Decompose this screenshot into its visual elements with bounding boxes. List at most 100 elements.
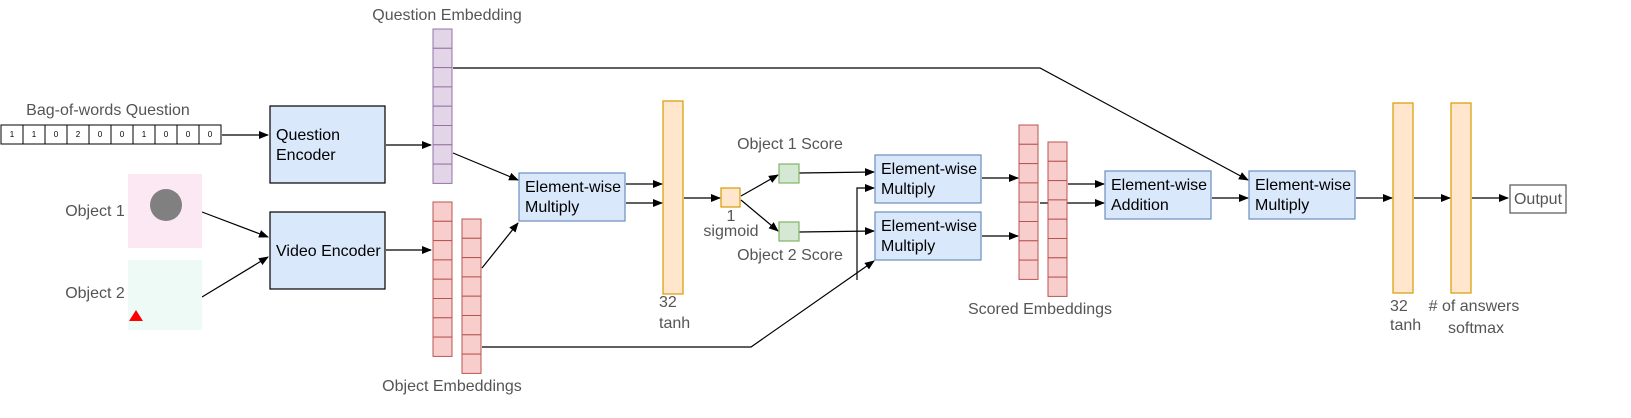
object1-embedding-cell (432, 298, 453, 319)
arrow-sigmoid-to-score1 (740, 174, 779, 197)
scored-embedding-1-cell (1018, 259, 1039, 280)
scored-embedding-2-cell (1047, 180, 1068, 201)
object1-embedding-cell (432, 240, 453, 261)
arrow-score2-to-mult3 (798, 227, 875, 236)
question-embedding-cell (432, 125, 453, 146)
object2-embedding-cell (461, 257, 482, 278)
bag-of-words-value: 1 (10, 130, 15, 139)
answers-layer-dim: # of answers (1429, 298, 1520, 315)
bag-of-words-value: 0 (186, 130, 191, 139)
mult3-line2: Multiply (881, 238, 935, 255)
mult2-line2: Multiply (881, 181, 935, 198)
object2-score-unit (778, 221, 800, 242)
answers-layer-activation: softmax (1448, 320, 1504, 337)
scored-embedding-1-cell (1018, 201, 1039, 222)
object2-embedding-cell (461, 295, 482, 317)
scored-embedding-2-cell (1047, 199, 1068, 220)
hidden-layer-32-activation: tanh (659, 315, 690, 332)
arrow-object2-to-vencoder (201, 256, 269, 298)
object1-embedding-cell (432, 220, 453, 242)
question-embedding-cell (432, 67, 453, 88)
mult3-box (874, 211, 982, 261)
object2-embedding-cell (461, 237, 482, 259)
mult2-box (874, 154, 982, 204)
question-encoder-box (269, 105, 386, 184)
sigmoid-unit (720, 187, 741, 208)
object1-embedding-cell (432, 278, 453, 300)
scored-embedding-1-cell (1018, 221, 1039, 242)
final-layer-32 (1392, 102, 1414, 294)
addition-line2: Addition (1111, 197, 1169, 214)
bag-of-words-value: 1 (142, 130, 147, 139)
bag-of-words-cell (198, 124, 222, 145)
question-embedding-vector (432, 28, 453, 184)
hidden-layer-32 (662, 100, 684, 295)
arrow-objembeddings-to-mult2 (856, 184, 875, 280)
object2-label: Object 2 (65, 285, 125, 302)
scored-embedding-1-cell (1018, 163, 1039, 184)
video-encoder-box (269, 211, 386, 290)
scored-embedding-2-cell (1047, 160, 1068, 182)
object2-triangle (129, 310, 143, 321)
object2-score-label: Object 2 Score (737, 247, 843, 264)
arrow-objembeddings-to-mult3 (482, 260, 875, 348)
question-embedding-cell (432, 47, 453, 69)
sigmoid-dim: 1 (727, 208, 736, 225)
mult1-line1: Element-wise (525, 179, 621, 196)
scored-embedding-2-cell (1047, 218, 1068, 239)
mult2-line1: Element-wise (881, 161, 977, 178)
object1-label: Object 1 (65, 203, 125, 220)
mult4-box (1248, 170, 1356, 220)
mult4-line2: Multiply (1255, 197, 1309, 214)
final-layer-32-activation: tanh (1390, 317, 1421, 334)
bag-of-words-vector: 1 1 0 2 0 0 1 0 0 0 (0, 124, 222, 145)
sigmoid-label: sigmoid (703, 223, 758, 240)
scored-embedding-1-cell (1018, 240, 1039, 261)
question-embedding-cell (432, 86, 453, 107)
question-embedding-cell (432, 163, 453, 184)
object1-score-label: Object 1 Score (737, 136, 843, 153)
final-layer-32-dim: 32 (1390, 298, 1408, 315)
addition-box (1104, 170, 1212, 220)
output-box (1509, 184, 1567, 214)
answers-layer (1450, 102, 1472, 294)
arrow-qembedding-to-mult4 (453, 67, 1249, 181)
object1-circle (150, 189, 182, 221)
scored-embedding-1-cell (1018, 143, 1039, 165)
object1-embedding-cell (432, 259, 453, 280)
object2-embedding-cell (461, 334, 482, 355)
object2-embedding-vector (461, 218, 482, 374)
scored-embedding-1-cell (1018, 182, 1039, 203)
scored-embedding-2 (1047, 141, 1068, 297)
bag-of-words-value: 1 (32, 130, 37, 139)
bag-of-words-value: 0 (98, 130, 103, 139)
object1-embedding-cell (432, 336, 453, 357)
arrow-objembeddings-to-mult1 (481, 222, 519, 269)
question-embedding-cell (432, 28, 453, 49)
question-embedding-cell (432, 144, 453, 165)
bag-of-words-value: 0 (208, 130, 213, 139)
scored-embedding-2-cell (1047, 257, 1068, 278)
bag-of-words-value: 2 (76, 130, 81, 139)
scored-embedding-2-cell (1047, 276, 1068, 297)
object2-embedding-cell (461, 218, 482, 239)
mult4-line1: Element-wise (1255, 177, 1351, 194)
object-embeddings-label: Object Embeddings (382, 378, 522, 395)
bag-of-words-value: 0 (54, 130, 59, 139)
mult1-box (518, 172, 626, 222)
bag-of-words-value: 0 (120, 130, 125, 139)
question-embedding-label: Question Embedding (372, 7, 521, 24)
scored-embedding-1 (1018, 124, 1039, 280)
scored-embedding-1-cell (1018, 124, 1039, 145)
arrow-sigmoid-to-score2 (740, 199, 779, 232)
mult1-line2: Multiply (525, 199, 579, 216)
question-encoder-line1: Question (276, 127, 340, 144)
object2-embedding-cell (461, 276, 482, 297)
object2-embedding-cell (461, 315, 482, 336)
question-embedding-cell (432, 105, 453, 126)
bag-of-words-label: Bag-of-words Question (26, 102, 190, 119)
connectors (201, 67, 1509, 348)
bag-of-words-value: 0 (164, 130, 169, 139)
output-label: Output (1514, 191, 1563, 208)
addition-line1: Element-wise (1111, 177, 1207, 194)
